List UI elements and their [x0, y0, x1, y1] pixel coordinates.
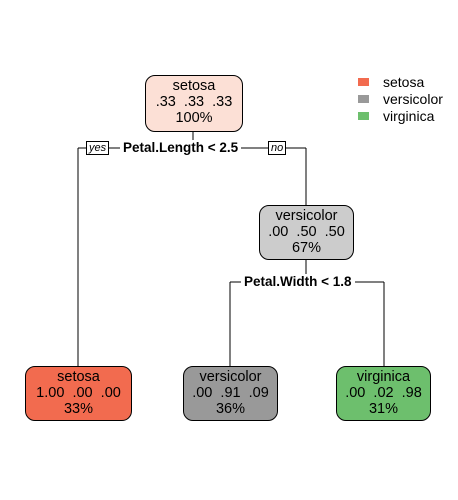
node-versicolor-leaf: versicolor .00 .91 .09 36% [183, 366, 278, 421]
legend-item: setosa [358, 74, 443, 90]
legend-item: versicolor [358, 91, 443, 107]
node-percent: 100% [175, 110, 213, 126]
split-label-petal-width: Petal.Width < 1.8 [241, 274, 355, 290]
node-root: setosa .33 .33 .33 100% [145, 75, 243, 132]
legend: setosa versicolor virginica [358, 74, 443, 125]
split-label-petal-length: Petal.Length < 2.5 [120, 140, 242, 156]
node-virginica-leaf: virginica .00 .02 .98 31% [336, 366, 431, 421]
node-class: setosa [172, 78, 216, 94]
node-percent: 31% [368, 401, 399, 417]
legend-swatch-setosa [358, 78, 369, 86]
node-left-leaf: setosa 1.00 .00 .00 33% [25, 366, 132, 421]
legend-swatch-versicolor [358, 95, 369, 103]
node-probs: .33 .33 .33 [155, 94, 233, 110]
branch-tag-no: no [268, 141, 287, 155]
legend-label: setosa [383, 74, 425, 90]
node-probs: .00 .02 .98 [345, 385, 422, 401]
legend-label: virginica [383, 108, 435, 124]
node-probs: .00 .50 .50 [268, 224, 345, 240]
node-mid: versicolor .00 .50 .50 67% [259, 205, 354, 260]
node-probs: 1.00 .00 .00 [36, 385, 121, 401]
node-class: setosa [57, 369, 100, 385]
branch-tag-yes: yes [86, 141, 110, 155]
legend-item: virginica [358, 108, 443, 124]
node-class: versicolor [199, 369, 262, 385]
node-percent: 67% [291, 240, 322, 256]
node-percent: 33% [63, 401, 94, 417]
legend-label: versicolor [383, 91, 443, 107]
legend-swatch-virginica [358, 112, 369, 120]
node-class: versicolor [275, 208, 338, 224]
node-percent: 36% [215, 401, 246, 417]
node-class: virginica [356, 369, 411, 385]
node-probs: .00 .91 .09 [192, 385, 269, 401]
